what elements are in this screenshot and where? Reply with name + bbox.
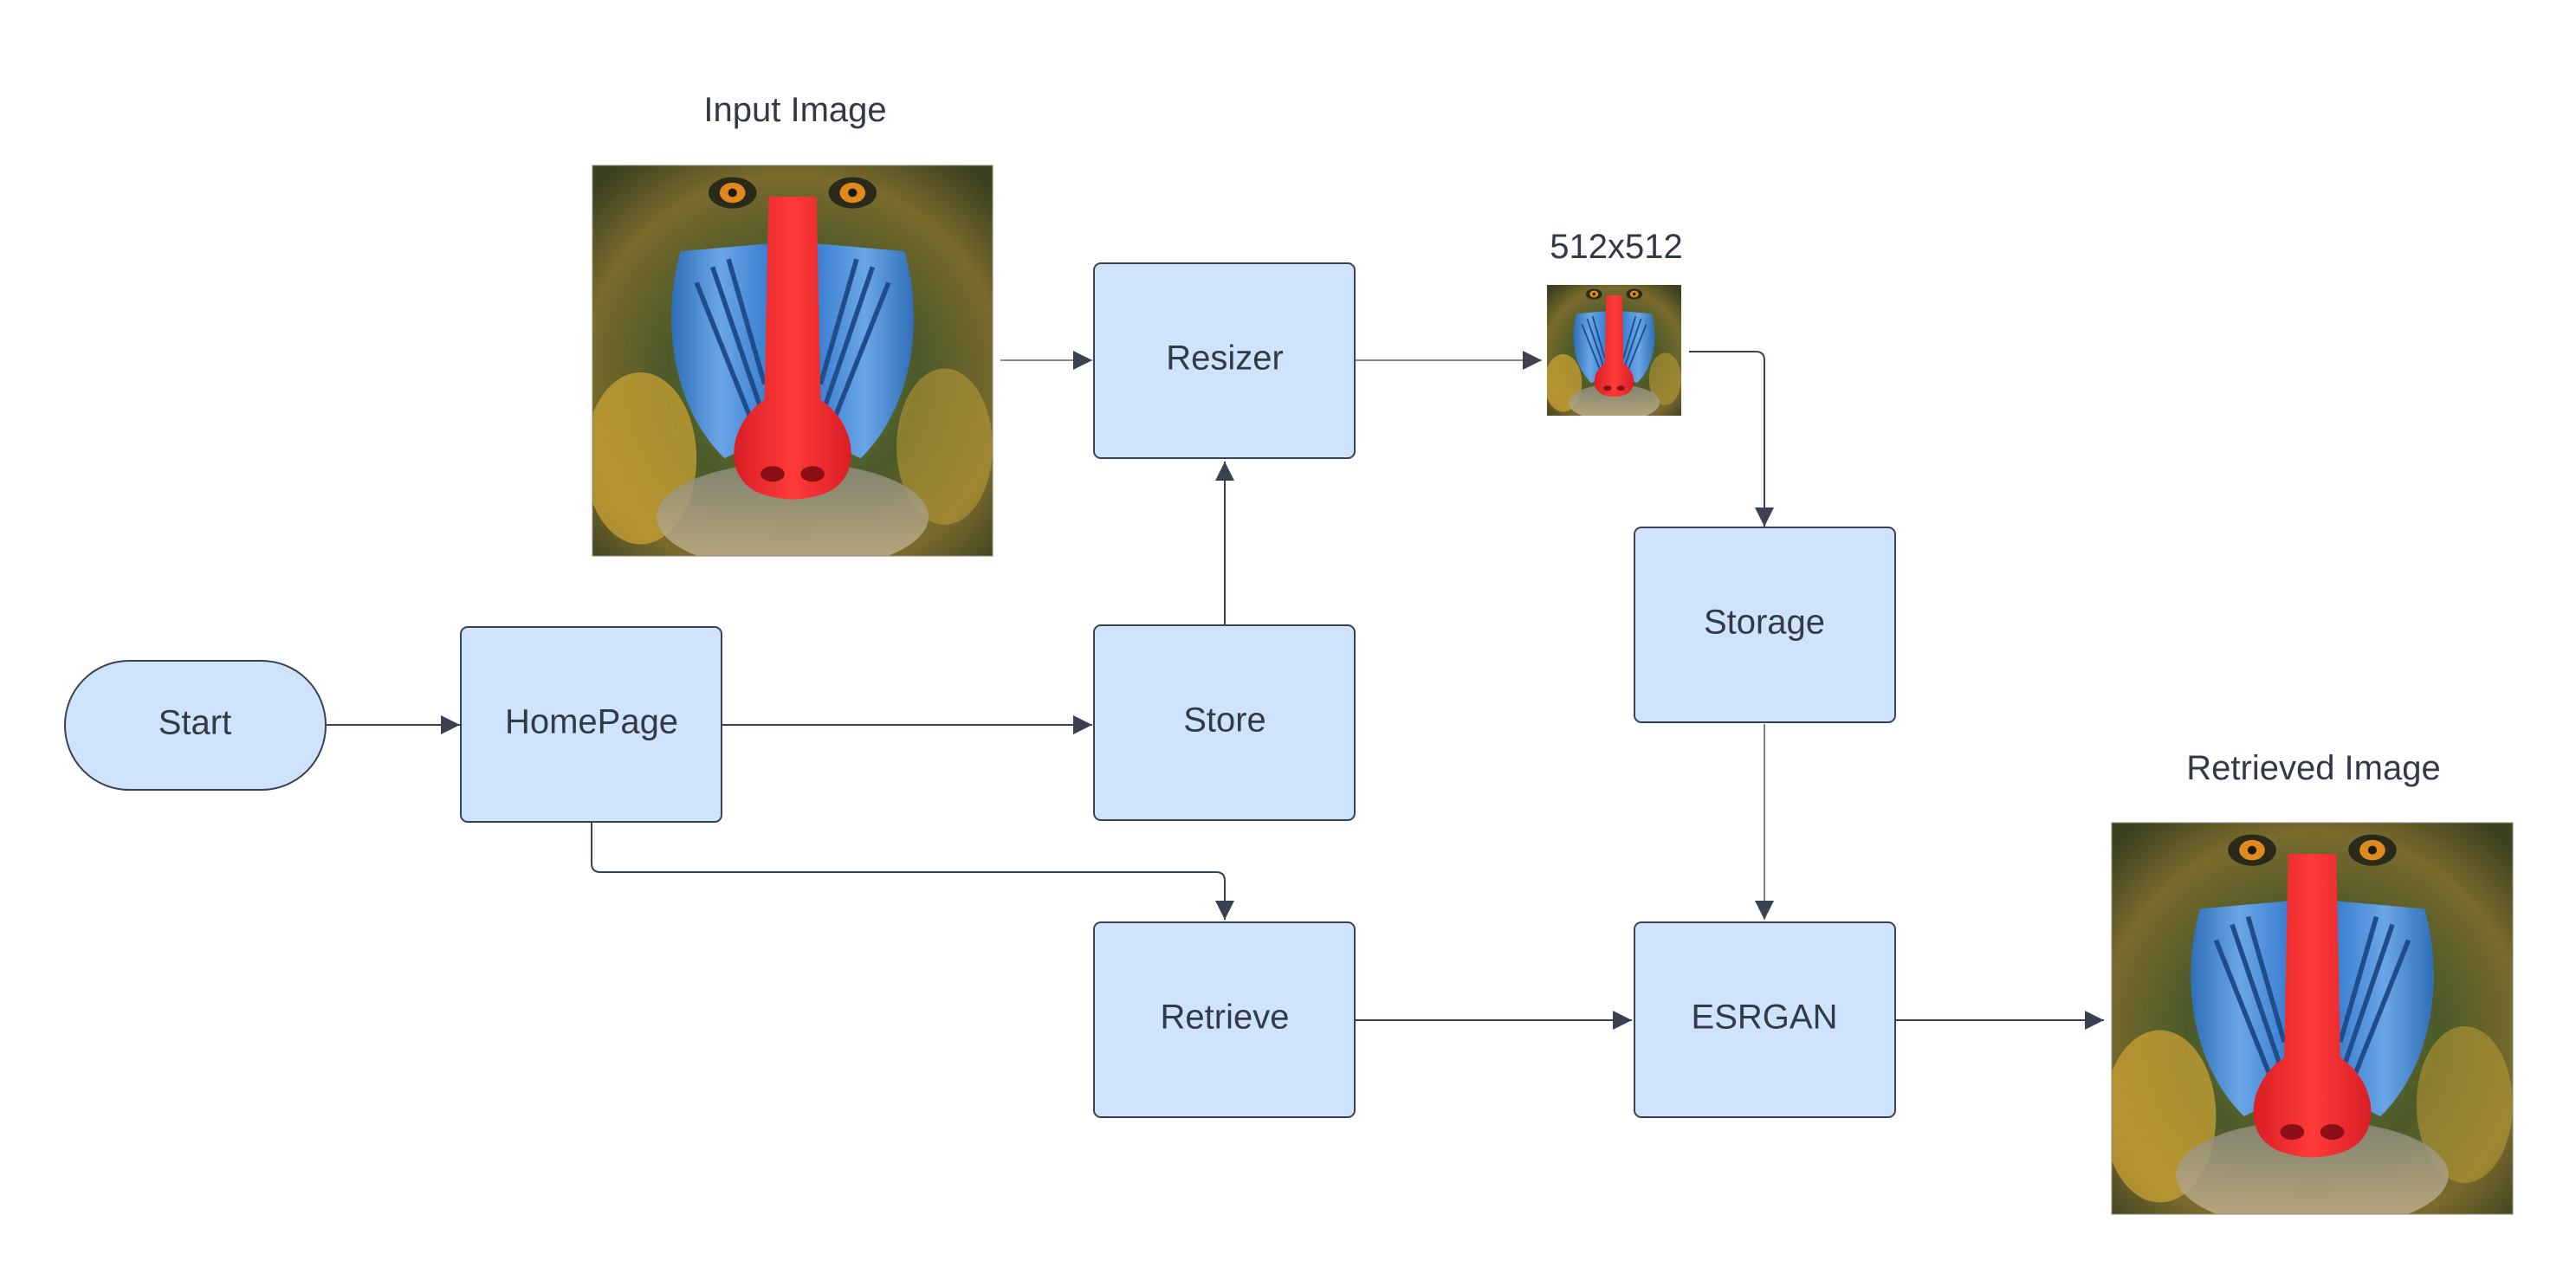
- node-resizer: Resizer: [1093, 262, 1356, 459]
- node-store: Store: [1093, 624, 1356, 821]
- node-esrgan: ESRGAN: [1634, 921, 1896, 1118]
- retrieved-image: [2111, 822, 2514, 1215]
- node-homepage: HomePage: [460, 626, 722, 823]
- node-resizer-label: Resizer: [1166, 339, 1284, 378]
- node-storage-label: Storage: [1704, 604, 1825, 642]
- node-storage: Storage: [1634, 527, 1896, 723]
- node-retrieve-label: Retrieve: [1161, 999, 1290, 1037]
- node-retrieve: Retrieve: [1093, 921, 1356, 1118]
- edge-homepage-to-retrieve: [591, 823, 1234, 920]
- connectors: [326, 351, 2104, 1030]
- edge-resized-image-to-storage: [1689, 351, 1774, 527]
- node-esrgan-label: ESRGAN: [1692, 999, 1838, 1037]
- resized-image-thumbnail: [1547, 285, 1681, 416]
- node-homepage-label: HomePage: [505, 703, 678, 741]
- node-start: Start: [64, 660, 327, 791]
- node-store-label: Store: [1183, 701, 1266, 740]
- input-image-caption: Input Image: [703, 91, 886, 129]
- node-start-label: Start: [159, 704, 231, 742]
- retrieved-image-caption: Retrieved Image: [2186, 749, 2440, 787]
- input-image: [592, 165, 994, 557]
- resized-image-caption: 512x512: [1550, 228, 1682, 266]
